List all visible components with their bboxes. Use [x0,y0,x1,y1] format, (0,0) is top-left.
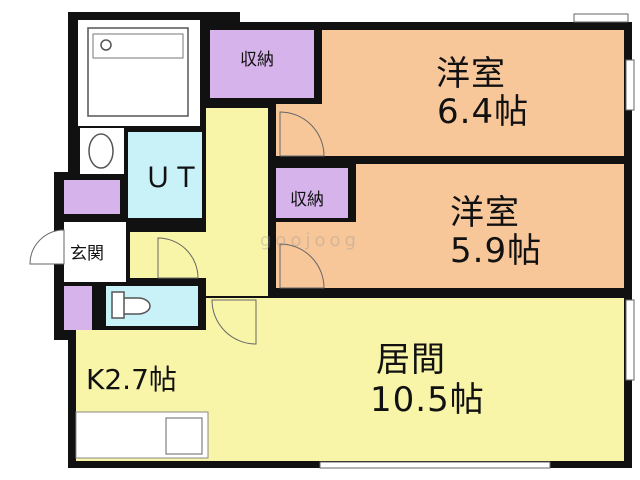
storage-1-floor [210,30,314,98]
western-room-1-floor [322,30,624,156]
bathtub-inner [92,33,184,59]
storage-1-label: 収納 [240,50,274,70]
western-room-2-size: 5.9帖 [450,231,543,271]
window-top [573,13,629,23]
storage-2-floor [276,168,348,218]
storage-2-label: 収納 [290,190,324,210]
living-name: 居間 [376,340,446,380]
living-size: 10.5帖 [370,380,485,420]
hallway-floor [206,108,268,296]
kitchen-sink-icon [165,417,203,455]
western-room-1-size: 6.4帖 [437,92,530,132]
watermark: goojoog [260,230,360,251]
door-swing-living [211,299,257,345]
door-swing-room2 [279,243,325,289]
sink-icon [88,133,114,169]
entrance-floor [64,222,126,282]
ut-floor [128,132,202,218]
kitchen-label: K2.7帖 [86,363,177,396]
window-right-1 [625,59,635,111]
entrance-label: 玄関 [70,244,104,264]
window-bottom [319,461,551,469]
storage-4-floor [64,286,92,330]
storage-3-floor [64,180,120,214]
door-swing-toilet [157,237,199,279]
western-room-2-name: 洋室 [450,193,520,233]
drain-icon [100,39,112,51]
door-swing-room1 [279,111,325,157]
window-right-2 [625,299,635,381]
western-room-2-floor [356,164,624,288]
living-floor [206,298,624,461]
toilet-icon [111,291,151,319]
entrance-door-swing [29,229,65,265]
ut-label: ＵＴ [144,161,201,194]
western-room-2-lower [276,222,358,288]
western-room-1-name: 洋室 [436,54,506,94]
